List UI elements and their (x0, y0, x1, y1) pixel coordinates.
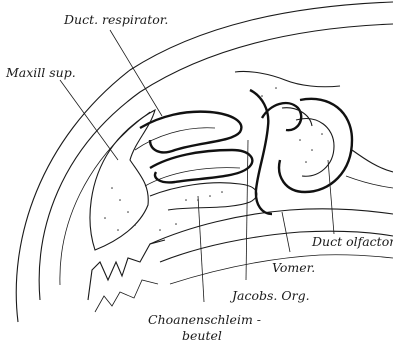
inner-head-contour-2 (60, 112, 150, 285)
label-vomer: Vomer. (272, 262, 315, 275)
olfactory-duct (352, 150, 393, 172)
middle-fold (150, 150, 252, 182)
tissue-stipple (104, 87, 323, 231)
leader-maxill-sup (60, 80, 118, 160)
maxilla-outline (90, 110, 155, 250)
label-jacobs-org: Jacobs. Org. (232, 290, 310, 303)
maxilla-lower-process (88, 240, 165, 300)
label-duct-olfactor: Duct olfactor (312, 236, 393, 249)
label-beutel: beutel (182, 330, 222, 343)
olfactory-duct-2 (346, 176, 393, 188)
label-maxill-sup: Maxill sup. (6, 67, 76, 80)
label-duct-respirator: Duct. respirator. (64, 14, 168, 27)
septum-upper (235, 71, 340, 86)
leader-jacobs-org (246, 140, 248, 280)
leader-duct-olfactor (328, 160, 334, 234)
olfactory-coil-outer (279, 99, 352, 192)
inner-head-contour (39, 24, 393, 300)
upper-fold (140, 112, 241, 153)
fold-outline-1 (135, 128, 215, 150)
lower-fold (150, 183, 257, 210)
leader-vomer (282, 212, 290, 252)
leader-duct-respirator (110, 30, 162, 116)
maxilla-lower-process-2 (95, 280, 158, 312)
olfactory-loop-rim (282, 108, 312, 126)
label-choanenschleim: Choanenschleim - (148, 314, 261, 327)
